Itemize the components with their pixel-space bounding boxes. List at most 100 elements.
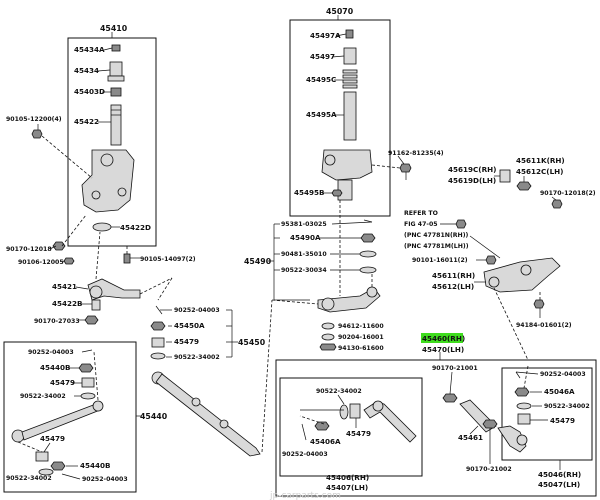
bolt-90105-12200-drawing xyxy=(31,124,93,179)
assembly-45450: 90252-04003 45450A 45479 90522-34002 454… xyxy=(150,277,319,457)
pitman-arm-drawing xyxy=(317,200,381,313)
part-45495A-drawing xyxy=(343,91,357,141)
label-90170-21001: 90170-21001 xyxy=(432,365,478,372)
boot-45479-b-drawing xyxy=(72,377,95,388)
label-90522-34002-b: 90522-34002 xyxy=(20,393,66,400)
part-94130-drawing xyxy=(319,343,337,351)
part-45495C-drawing xyxy=(342,69,358,89)
label-90252-04003-d: 90252-04003 xyxy=(282,451,328,458)
part-45434A-drawing xyxy=(111,44,121,52)
label-45406-rh: 45406(RH) xyxy=(326,473,369,482)
label-45070: 45070 xyxy=(326,7,354,16)
label-90170-21002: 90170-21002 xyxy=(466,466,512,473)
assembly-45070: 45070 45497A 45497 45495C 4549 xyxy=(289,7,391,217)
label-45479-d: 45479 xyxy=(346,429,371,438)
washer-90522-30034-drawing xyxy=(330,266,377,274)
nut-45440B-a-drawing xyxy=(68,363,94,373)
label-45440: 45440 xyxy=(140,412,168,421)
label-45490: 45490 xyxy=(244,257,272,266)
part-45619C-drawing xyxy=(494,169,511,183)
assembly-45440: 45440 90252-04003 45440B 45479 90522-340… xyxy=(3,341,168,493)
label-90522-34002-d1: 90522-34002 xyxy=(316,388,362,395)
label-90106-12005: 90106-12005 xyxy=(18,259,64,266)
label-90170-12018-left: 90170-12018 xyxy=(6,246,52,253)
washer-90522-a-drawing xyxy=(150,352,166,360)
box-45046 xyxy=(501,367,593,461)
label-90252-04003-a: 90252-04003 xyxy=(174,307,220,314)
label-90252-04003-e: 90252-04003 xyxy=(540,371,586,378)
label-45434: 45434 xyxy=(74,66,99,75)
label-45047-lh: 45047(LH) xyxy=(538,480,580,489)
assembly-45460-45470: 45460(RH) 45470(LH) 45406(RH) 45407(LH) … xyxy=(275,333,597,497)
bolt-90105-14097-drawing xyxy=(123,246,140,264)
watermark: jp-carparts.com xyxy=(269,491,341,500)
label-45421: 45421 xyxy=(52,282,77,291)
label-45410: 45410 xyxy=(100,24,128,33)
label-90170-27033: 90170-27033 xyxy=(34,318,80,325)
label-45611: 45611(RH) xyxy=(432,271,475,280)
pin-90252-a-drawing xyxy=(155,305,163,315)
label-45422D: 45422D xyxy=(120,223,151,232)
label-45422B: 45422B xyxy=(52,299,82,308)
nut-90170-12018-drawing xyxy=(49,214,87,251)
label-90101-16011: 90101-16011(2) xyxy=(412,257,468,264)
part-45495B-drawing xyxy=(331,189,343,197)
label-refer-pnc-lh: (PNC 47781M(LH)) xyxy=(404,243,469,250)
label-45440B-a: 45440B xyxy=(40,363,70,372)
boot-45479-e-drawing xyxy=(517,413,548,425)
part-45403D-drawing xyxy=(110,87,122,97)
label-90522-34002-c: 90522-34002 xyxy=(6,475,52,482)
label-45470-lh[interactable]: 45470(LH) xyxy=(422,345,464,354)
tie-rod-end-drawing xyxy=(363,400,417,443)
bolt-91162-drawing xyxy=(371,155,412,180)
label-94130-61600: 94130-61600 xyxy=(338,345,384,352)
label-45611K: 45611K(RH) xyxy=(516,156,565,165)
label-45495A: 45495A xyxy=(306,110,337,119)
pin-90252-b-drawing xyxy=(81,349,93,353)
label-45450A: 45450A xyxy=(174,321,205,330)
label-45460-rh[interactable]: 45460(RH) xyxy=(422,334,465,343)
label-91162-81235: 91162-81235(4) xyxy=(388,150,444,157)
label-90252-04003-c: 90252-04003 xyxy=(82,476,128,483)
label-45619D: 45619D(LH) xyxy=(448,176,496,185)
label-45479-c: 45479 xyxy=(40,434,65,443)
part-90204-drawing xyxy=(321,333,335,341)
label-45497: 45497 xyxy=(310,52,335,61)
washer-90522-b-drawing xyxy=(74,392,96,400)
assembly-45490: 45490 95381-03025 45490A 90481-35010 905… xyxy=(244,200,384,352)
label-45497A: 45497A xyxy=(310,31,341,40)
part-45422D-drawing xyxy=(92,222,112,232)
label-90170-12018-right: 90170-12018(2) xyxy=(540,190,596,197)
nut-90170-21001-drawing xyxy=(442,371,458,403)
label-refer-to: REFER TO xyxy=(404,210,438,217)
label-refer-fig: FIG 47-05 xyxy=(404,221,438,228)
label-90105-14097: 90105-14097(2) xyxy=(140,256,196,263)
label-45612C: 45612C(LH) xyxy=(516,167,563,176)
tie-rod-left-drawing xyxy=(11,351,104,443)
label-refer-pnc-rh: (PNC 47781N(RH)) xyxy=(404,232,469,239)
nut-45406A-drawing xyxy=(314,421,330,431)
nut-90170-21002-drawing xyxy=(482,419,498,429)
part-45497-drawing xyxy=(343,47,357,65)
label-94612-11600: 94612-11600 xyxy=(338,323,384,330)
box-45440 xyxy=(3,341,137,493)
label-45046-rh: 45046(RH) xyxy=(538,470,581,479)
washer-90522-c-drawing xyxy=(38,468,54,476)
label-45479-a: 45479 xyxy=(174,337,199,346)
label-94184-01601: 94184-01601(2) xyxy=(516,322,572,329)
idler-arm-45421-drawing xyxy=(87,231,173,311)
label-95381-03025: 95381-03025 xyxy=(281,221,327,228)
idler-bracket-drawing xyxy=(81,149,135,213)
knuckle-arm-group: 45619C(RH) 45619D(LH) 45611K(RH) 45612C(… xyxy=(404,156,596,361)
knuckle-arm-drawing xyxy=(483,257,561,293)
label-90522-30034: 90522-30034 xyxy=(281,267,327,274)
part-45497A-drawing xyxy=(345,29,354,39)
boot-45479-d-drawing xyxy=(349,403,361,419)
label-45406A: 45406A xyxy=(310,437,341,446)
boot-45479-c-drawing xyxy=(35,442,51,462)
pin-95381-drawing xyxy=(331,219,373,225)
label-45407-lh: 45407(LH) xyxy=(326,483,368,492)
highlight-45460 xyxy=(421,333,463,343)
label-45490A: 45490A xyxy=(290,233,321,242)
